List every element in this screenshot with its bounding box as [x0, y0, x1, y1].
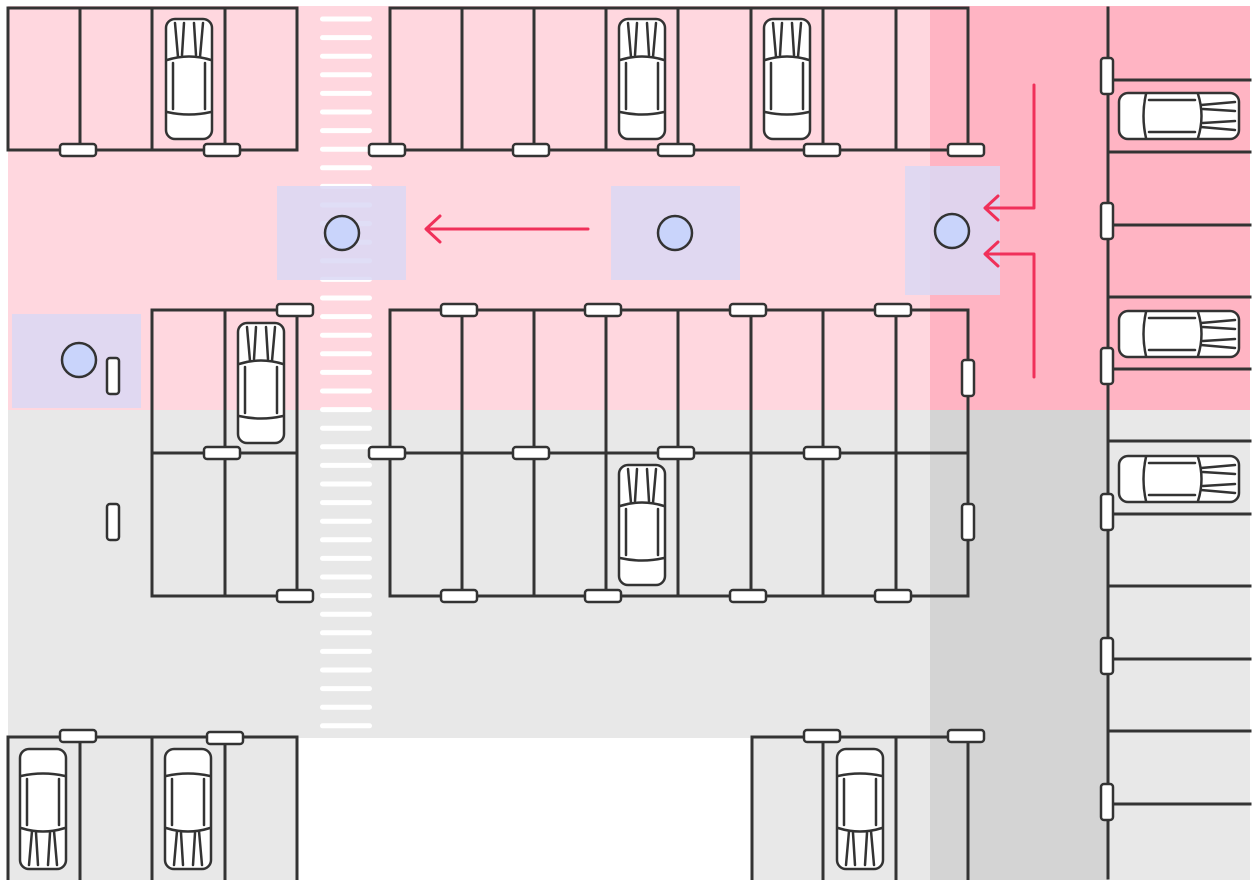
wheel-stopper	[58, 142, 98, 158]
wheel-stopper	[1099, 782, 1115, 822]
crosswalk-stripe	[320, 295, 372, 301]
wheel-stopper	[656, 142, 696, 158]
wheel-stopper	[946, 728, 986, 744]
car-icon	[164, 17, 214, 141]
sensors	[60, 212, 971, 379]
parked-cars	[18, 17, 1241, 871]
wheel-stopper	[960, 502, 976, 542]
sensor-icon	[60, 341, 98, 379]
wheel-stopper	[105, 502, 121, 542]
wheel-stopper	[960, 358, 976, 398]
crosswalk-stripe	[320, 481, 372, 487]
crosswalk-stripe	[320, 165, 372, 171]
crosswalk-stripe	[320, 462, 372, 468]
wheel-stopper	[656, 445, 696, 461]
crosswalk-stripe	[320, 351, 372, 357]
bay-lines-top-left	[6, 6, 299, 152]
wheel-stopper	[202, 142, 242, 158]
parking-lines	[6, 6, 1252, 880]
crosswalk-stripe	[320, 90, 372, 96]
crosswalk-stripe	[320, 574, 372, 580]
wheel-stopper	[439, 588, 479, 604]
bay-lines-bottom-right	[750, 735, 970, 880]
wheel-stopper	[583, 302, 623, 318]
wheel-stopper	[946, 142, 986, 158]
crosswalk-stripe	[320, 686, 372, 692]
car-icon	[1117, 309, 1241, 359]
wheel-stopper	[367, 142, 407, 158]
car-icon	[617, 17, 667, 141]
arrow-turn-left-icon	[983, 240, 1036, 379]
wheel-stopper	[205, 730, 245, 746]
crosswalk-stripe	[320, 146, 372, 152]
zone-free-dark	[930, 410, 1108, 880]
wheel-stopper	[802, 728, 842, 744]
wheel-stopper	[1099, 201, 1115, 241]
wheel-stopper	[58, 728, 98, 744]
crosswalk-stripe	[320, 388, 372, 394]
crosswalk-stripe	[320, 555, 372, 561]
wheel-stopper	[202, 445, 242, 461]
wheel-stopper	[1099, 346, 1115, 386]
crosswalk-stripe	[320, 537, 372, 543]
car-icon	[835, 747, 885, 871]
crosswalk-stripe	[320, 444, 372, 450]
crosswalk-stripe	[320, 518, 372, 524]
wheel-stopper	[1099, 492, 1115, 532]
wheel-stopper	[439, 302, 479, 318]
wheel-stopper	[873, 302, 913, 318]
car-icon	[617, 463, 667, 587]
crosswalk-stripe	[320, 500, 372, 506]
arrow-turn-left-icon	[983, 83, 1036, 222]
crosswalk-stripe	[320, 72, 372, 78]
route-arrows	[424, 83, 1036, 379]
crosswalk-stripe	[320, 369, 372, 375]
zone-free	[8, 410, 930, 738]
wheel-stopper	[275, 302, 315, 318]
crosswalk-stripe	[320, 128, 372, 134]
arrow-left-icon	[424, 214, 590, 244]
sensor-icon	[323, 214, 361, 252]
sensor-icon	[933, 212, 971, 250]
crosswalk-stripe	[320, 611, 372, 617]
crosswalk-stripe	[320, 723, 372, 729]
crosswalk-stripe	[320, 425, 372, 431]
wheel-stopper	[367, 445, 407, 461]
wheel-stopper	[728, 302, 768, 318]
wheel-stopper	[583, 588, 623, 604]
crosswalk-stripe	[320, 314, 372, 320]
wheel-stopper	[802, 445, 842, 461]
car-icon	[762, 17, 812, 141]
wheel-stopper	[728, 588, 768, 604]
wheel-stopper	[511, 445, 551, 461]
car-icon	[18, 747, 68, 871]
crosswalk-stripe	[320, 332, 372, 338]
wheel-stopper	[1099, 636, 1115, 676]
crosswalk-stripe	[320, 53, 372, 59]
wheel-stopper	[275, 588, 315, 604]
crosswalk-stripe	[320, 667, 372, 673]
crosswalk-stripe	[320, 648, 372, 654]
wheel-stopper	[873, 588, 913, 604]
crosswalk-stripe	[320, 630, 372, 636]
crosswalk-stripe	[320, 593, 372, 599]
car-icon	[1117, 91, 1241, 141]
crosswalk-stripe	[320, 109, 372, 115]
crosswalk-stripe	[320, 704, 372, 710]
wheel-stoppers	[58, 56, 1115, 822]
wheel-stopper	[105, 356, 121, 396]
bay-lines-bottom-left	[6, 735, 299, 880]
car-icon	[1117, 454, 1241, 504]
sensor-icon	[656, 214, 694, 252]
crosswalk-stripe	[320, 407, 372, 413]
wheel-stopper	[1099, 56, 1115, 96]
wheel-stopper	[511, 142, 551, 158]
car-icon	[236, 321, 286, 445]
wheel-stopper	[802, 142, 842, 158]
bay-lines-right-column	[1106, 6, 1252, 880]
car-icon	[163, 747, 213, 871]
crosswalk-stripe	[320, 16, 372, 22]
crosswalk-stripe	[320, 35, 372, 41]
